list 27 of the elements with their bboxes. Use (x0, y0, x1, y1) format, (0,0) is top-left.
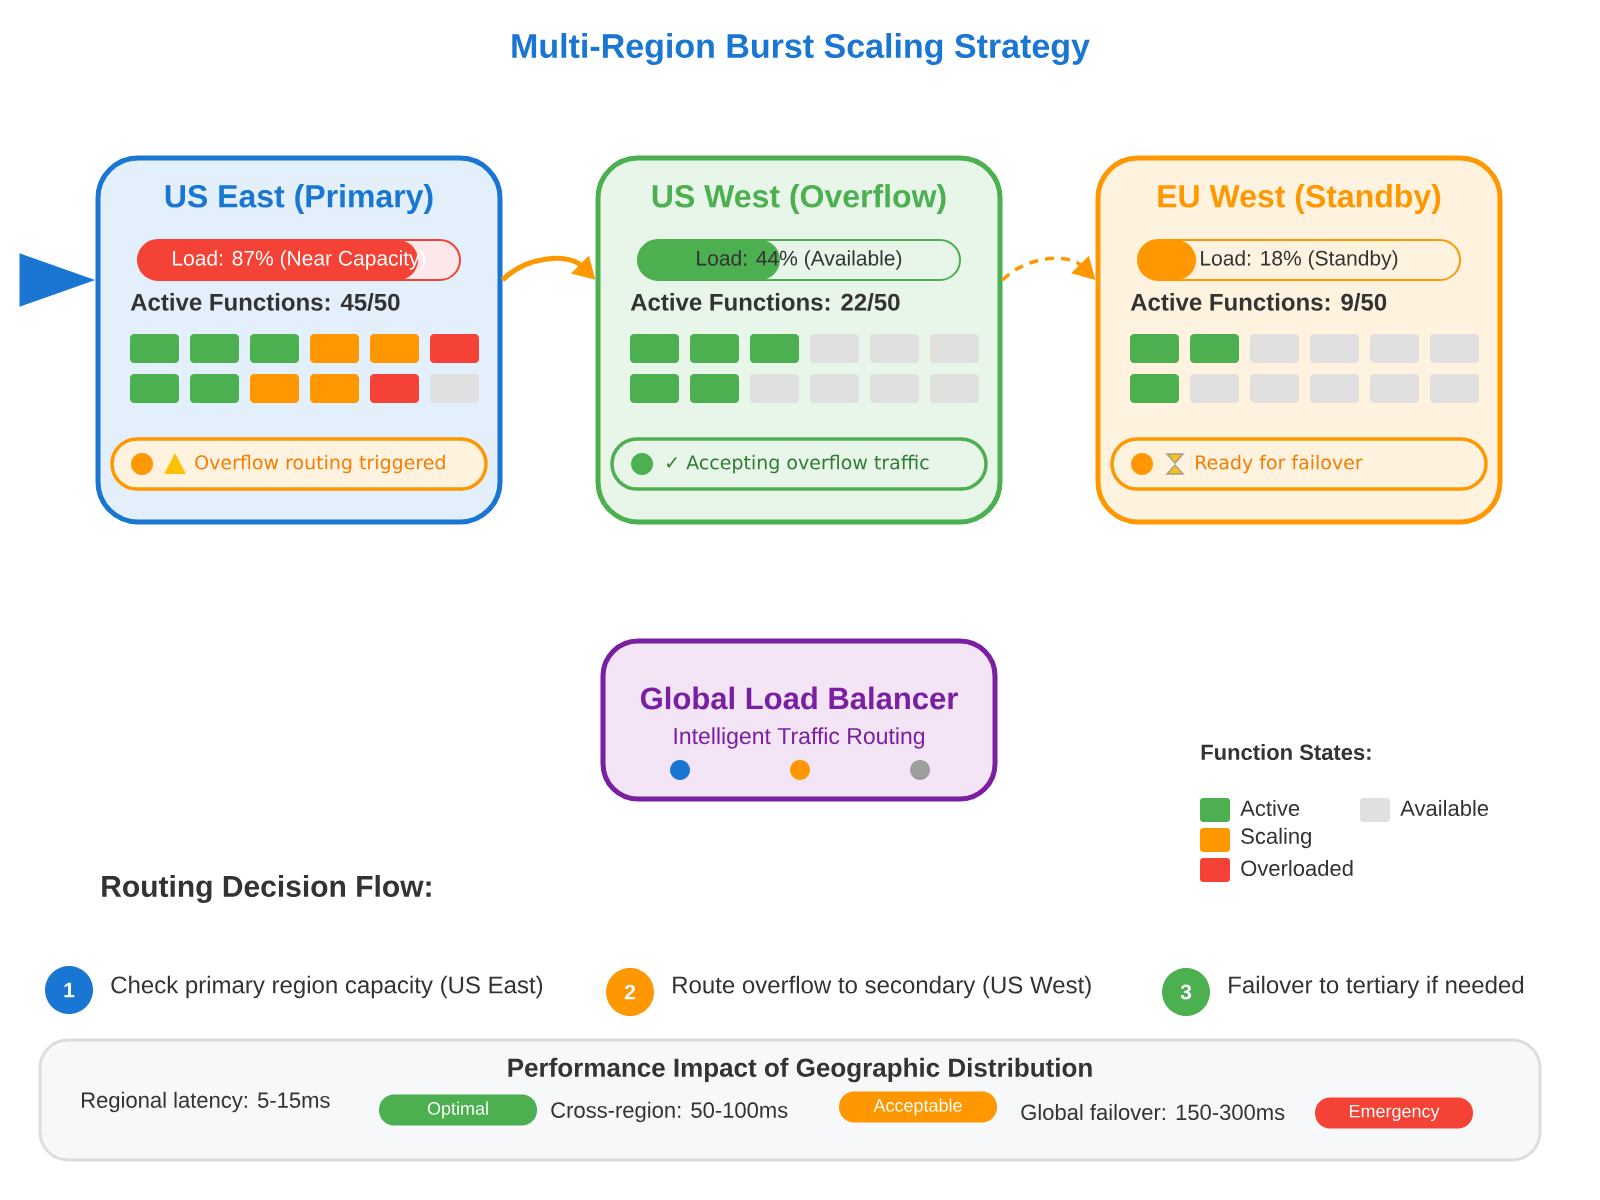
status-text: Overflow routing triggered (195, 454, 445, 474)
section-heading: Routing Decision Flow: (102, 874, 431, 904)
region-title: US West (Overflow) (652, 184, 946, 214)
region-title: US East (Primary) (165, 184, 433, 214)
latency-text: Cross-region: 50-100ms (551, 1101, 788, 1123)
region-title: EU West (Standby) (1158, 184, 1441, 214)
active-functions-text: Active Functions: 9/50 (1130, 293, 1387, 311)
load-bar: Load: 18% (Standby) (1137, 239, 1461, 281)
status-pill (610, 437, 988, 491)
legend-text: Scaling (1241, 827, 1311, 849)
latency-text: Global failover: 150-300ms (1021, 1103, 1285, 1121)
active-functions-text: Active Functions: 45/50 (130, 293, 400, 311)
status-pill (110, 437, 488, 491)
legend-text: Overloaded (1241, 859, 1353, 877)
step-text: Route overflow to secondary (US West) (673, 975, 1091, 999)
load-balancer-box: Global Load Balancer Intelligent Traffic Routing (600, 638, 998, 802)
legend-text: Available (1400, 799, 1489, 817)
step-text: Check primary region capacity (US East) (111, 975, 543, 999)
status-pill (1110, 437, 1488, 491)
legend-title: Function States: (1201, 743, 1371, 761)
status-text: ✓ Accepting overflow traffic (667, 454, 929, 474)
active-functions-text: Active Functions: 22/50 (630, 293, 900, 311)
status-text: Ready for failover (1196, 454, 1363, 474)
title: Multi-Region Burst Scaling Strategy (512, 33, 1090, 65)
latency-text: Regional latency: 5-15ms (82, 1091, 330, 1113)
legend-text: Active (1240, 799, 1300, 817)
step-text: Failover to tertiary if needed (1229, 975, 1524, 999)
